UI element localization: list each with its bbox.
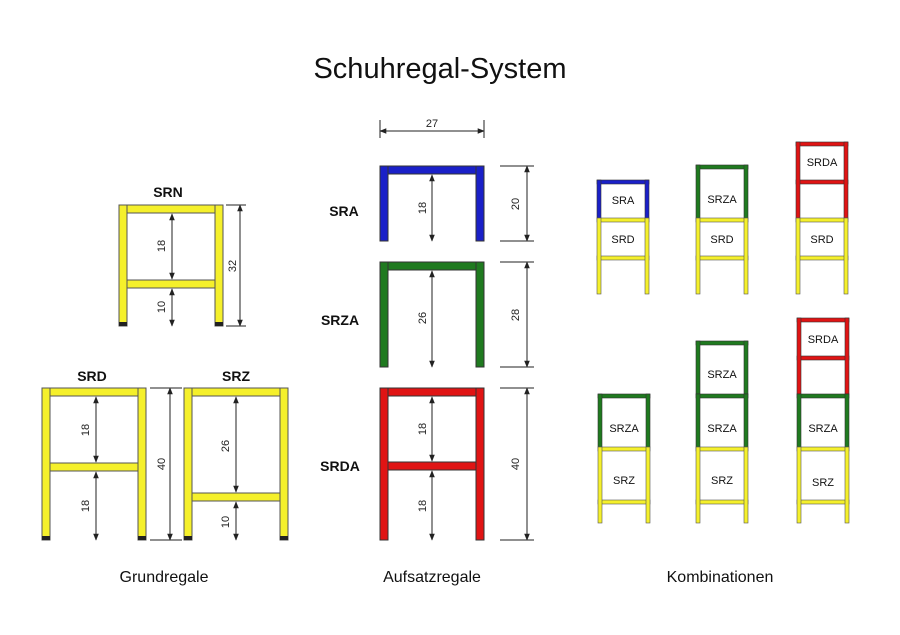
combo2-srd-label: SRD	[710, 234, 733, 246]
dim-width: 27	[379, 118, 485, 138]
section-label-aufsatzregale: Aufsatzregale	[383, 569, 481, 586]
dim-srd-lower: 18	[80, 500, 92, 512]
shelf-srda-name: SRDA	[320, 458, 360, 474]
dim-srn-lower: 10	[156, 301, 168, 313]
shelf-srd-name: SRD	[77, 368, 107, 384]
combo-sra-srd: SRA SRD	[596, 179, 650, 295]
combo-srda-srd: SRDA SRD	[795, 141, 849, 295]
shelf-srza-name: SRZA	[321, 312, 359, 328]
combo3-srda-label: SRDA	[807, 157, 838, 169]
combo5-srz-label: SRZ	[711, 475, 733, 487]
page-title: Schuhregal-System	[313, 53, 566, 85]
dim-srn-upper: 18	[156, 240, 168, 252]
dim-srd-upper: 18	[80, 424, 92, 436]
combo5-srza-top-label: SRZA	[707, 369, 737, 381]
dim-srz-lower: 10	[220, 516, 232, 528]
dim-grund-40: 40	[156, 458, 168, 470]
shelf-sra-name: SRA	[329, 203, 359, 219]
combo1-srd-label: SRD	[611, 234, 634, 246]
combo-srza-srza-srz: SRZA SRZA SRZ	[695, 340, 749, 524]
dim-sra-inner: 18	[417, 202, 429, 214]
shelf-sra: SRA 18 20	[329, 165, 534, 242]
combo4-srz-label: SRZ	[613, 475, 635, 487]
dim-srda-upper: 18	[417, 423, 429, 435]
combo6-srz-label: SRZ	[812, 477, 834, 489]
dim-srn-total: 32	[227, 260, 239, 272]
section-label-kombinationen: Kombinationen	[667, 569, 774, 586]
combo2-srza-label: SRZA	[707, 194, 737, 206]
dim-sra-total: 20	[510, 198, 522, 210]
shelf-srn: SRN 18 10 32	[118, 184, 246, 327]
shelf-srz: SRZ 26 10	[183, 368, 289, 541]
shelf-srda: SRDA 18 18 40	[320, 387, 534, 541]
dim-srda-total: 40	[510, 458, 522, 470]
dim-srz-upper: 26	[220, 440, 232, 452]
dim-srda-lower: 18	[417, 500, 429, 512]
combo-srza-srd: SRZA SRD	[695, 164, 749, 295]
shelf-srz-name: SRZ	[222, 368, 250, 384]
combo5-srza-label: SRZA	[707, 423, 737, 435]
combo6-srda-label: SRDA	[808, 334, 839, 346]
combo6-srza-label: SRZA	[808, 423, 838, 435]
combo3-srd-label: SRD	[810, 234, 833, 246]
shelf-srza: SRZA 26 28	[321, 261, 534, 368]
combo4-srza-label: SRZA	[609, 423, 639, 435]
combo-srza-srz: SRZA SRZ	[597, 393, 651, 524]
dim-srza-total: 28	[510, 309, 522, 321]
shelf-srd: SRD 18 18	[41, 368, 147, 541]
combo1-sra-label: SRA	[612, 195, 635, 207]
dim-width-27: 27	[426, 118, 438, 130]
dim-grundregale-height: 40	[150, 387, 182, 541]
shelf-srn-name: SRN	[153, 184, 183, 200]
dim-srza-inner: 26	[417, 312, 429, 324]
combo-srda-srza-srz: SRDA SRZA SRZ	[796, 317, 850, 524]
section-label-grundregale: Grundregale	[120, 569, 209, 586]
